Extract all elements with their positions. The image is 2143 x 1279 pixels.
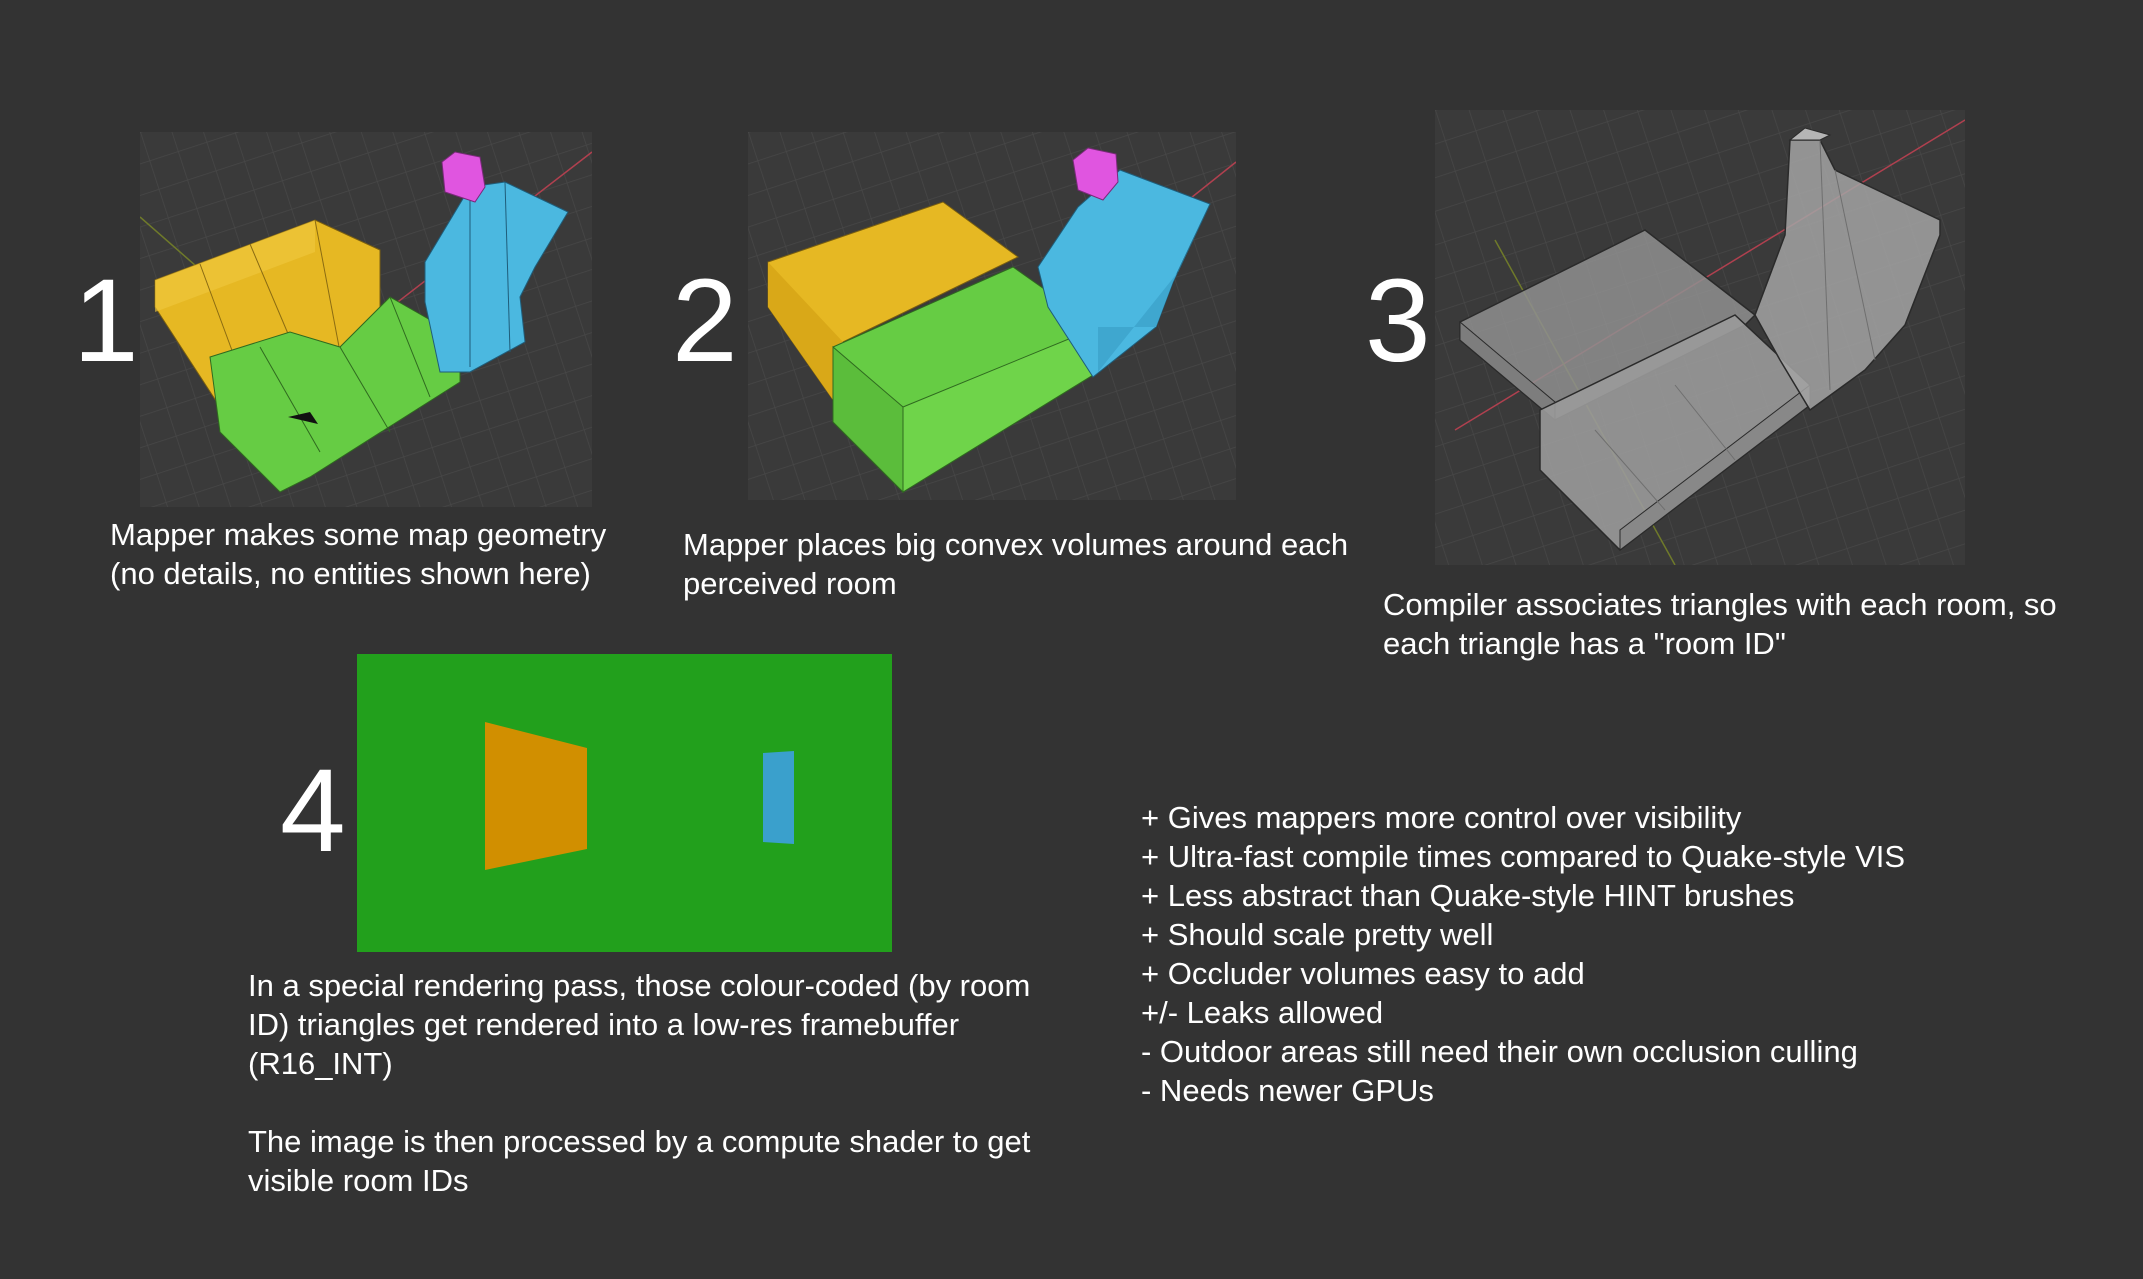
step-3-number: 3 xyxy=(1365,255,1431,387)
list-item: + Ultra-fast compile times compared to Q… xyxy=(1141,839,1906,874)
step-4-caption: In a special rendering pass, those colou… xyxy=(248,968,1031,1198)
map-geometry-viewport xyxy=(140,132,592,507)
step-1-caption: Mapper makes some map geometry (no detai… xyxy=(110,517,607,591)
blue-room-shape xyxy=(424,181,569,373)
step-2-caption: Mapper places big convex volumes around … xyxy=(683,527,1349,601)
grey-room-c xyxy=(1754,139,1941,412)
step-4-number: 4 xyxy=(280,745,346,877)
pros-cons-list: + Gives mappers more control over visibi… xyxy=(1141,798,1905,1110)
magenta-volume xyxy=(1072,147,1119,201)
convex-volumes-viewport xyxy=(748,132,1236,500)
framebuffer-image xyxy=(357,654,892,952)
list-item: + Should scale pretty well xyxy=(1141,917,1494,952)
magenta-room-shape xyxy=(441,151,486,203)
step-3-caption: Compiler associates triangles with each … xyxy=(1383,587,2057,661)
list-item: + Occluder volumes easy to add xyxy=(1141,956,1585,991)
framebuffer-orange-region xyxy=(485,722,587,870)
step-2-number: 2 xyxy=(672,255,738,387)
list-item: + Gives mappers more control over visibi… xyxy=(1141,800,1742,835)
compiled-rooms-viewport xyxy=(1435,110,1965,565)
list-item: - Needs newer GPUs xyxy=(1141,1073,1434,1108)
step-1-number: 1 xyxy=(73,255,139,387)
list-item: +/- Leaks allowed xyxy=(1141,995,1384,1030)
list-item: - Outdoor areas still need their own occ… xyxy=(1141,1034,1858,1069)
list-item: + Less abstract than Quake-style HINT br… xyxy=(1141,878,1795,913)
framebuffer-blue-region xyxy=(763,751,794,844)
